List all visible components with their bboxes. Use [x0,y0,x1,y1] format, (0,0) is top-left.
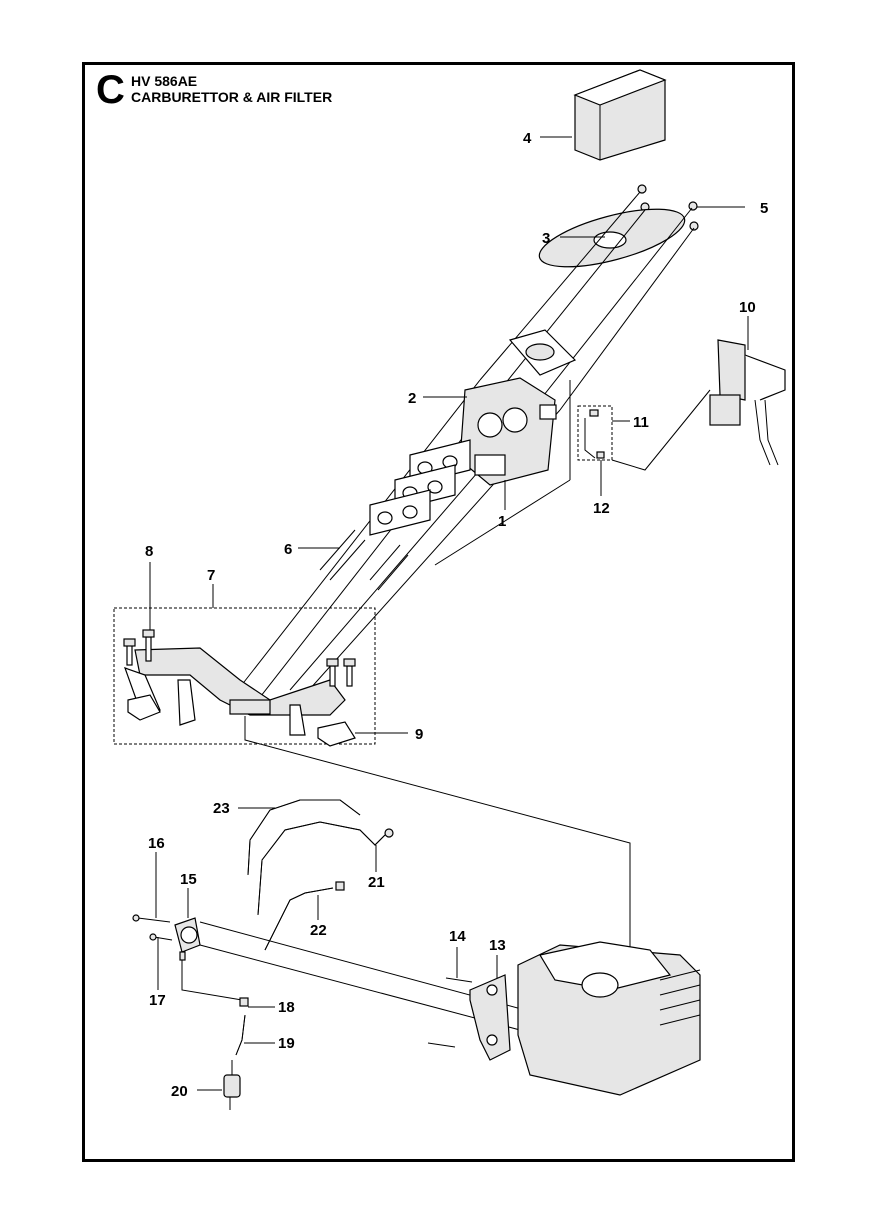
studs-part[interactable] [319,529,409,591]
fuel-filter-part[interactable] [223,1060,241,1110]
section-letter: C [96,68,125,112]
callout-7: 7 [207,567,215,584]
fuel-hose-19-part[interactable] [235,1014,246,1056]
callout-1: 1 [498,513,506,530]
callout-12: 12 [593,500,610,517]
gaskets-part[interactable] [127,694,356,747]
diagram-title: CARBURETTOR & AIR FILTER [131,89,333,105]
intake-manifold-kit[interactable] [113,607,376,745]
group-box-1 [434,380,571,566]
diagram-frame [82,62,795,1162]
screw-16-part[interactable] [132,914,171,923]
spacer-plate[interactable] [508,329,577,376]
callout-19: 19 [278,1035,295,1052]
callout-22: 22 [310,922,327,939]
screw-17-part[interactable] [149,933,173,941]
screws-14-part[interactable] [427,977,473,1048]
callout-5: 5 [760,200,768,217]
callout-6: 6 [284,541,292,558]
air-filter-base-part[interactable] [534,197,690,278]
callout-9: 9 [415,726,423,743]
fuel-pump-part[interactable] [174,917,201,961]
linkage-line [611,389,711,471]
callout-17: 17 [149,992,166,1009]
screws-part[interactable] [123,629,356,687]
linkage-kit-part[interactable] [577,405,613,461]
callout-10: 10 [739,299,756,316]
callout-18: 18 [278,999,295,1016]
air-filter-part[interactable] [573,69,667,161]
fuel-hose-upper-part[interactable] [257,821,394,916]
assembly-lines [229,191,695,950]
callout-16: 16 [148,835,165,852]
callout-13: 13 [489,937,506,954]
carburettor-part[interactable] [459,377,557,486]
callout-20: 20 [171,1083,188,1100]
engine-block [517,941,701,1096]
callout-3: 3 [542,230,550,247]
gasket-plates[interactable] [369,439,471,536]
throttle-bracket-part[interactable] [709,339,786,466]
callout-2: 2 [408,390,416,407]
pulse-hose-part[interactable] [247,799,361,876]
hose-clamp-18-part[interactable] [239,997,249,1007]
callout-14: 14 [449,928,466,945]
callout-11: 11 [633,414,649,431]
callout-21: 21 [368,874,385,891]
fuel-pump-bracket-part[interactable] [469,974,511,1061]
callout-23: 23 [213,800,230,817]
callout-4: 4 [523,130,532,147]
callout-8: 8 [145,543,153,560]
model-name: HV 586AE [131,73,198,89]
callout-15: 15 [180,871,197,888]
fuel-hose-lower-part[interactable] [264,881,345,951]
nuts-part[interactable] [637,184,699,231]
